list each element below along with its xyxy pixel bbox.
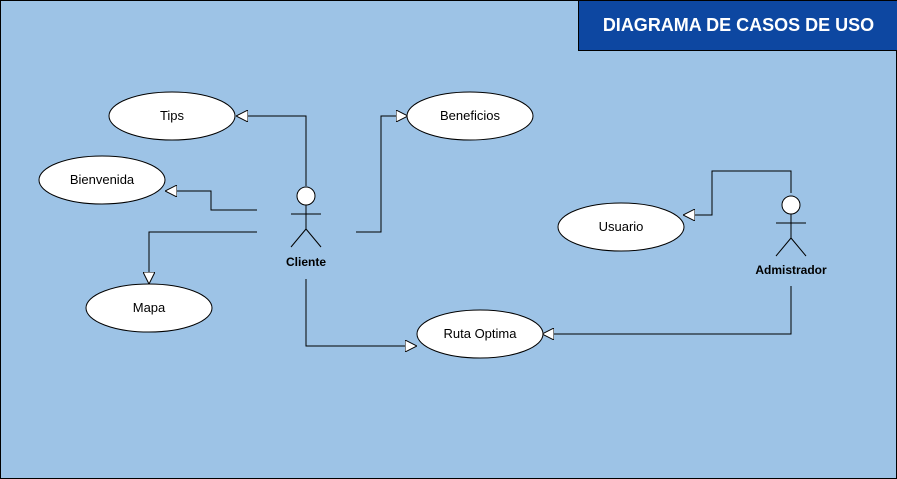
use-case-mapa-label: Mapa [133,300,166,315]
use-case-tips-label: Tips [160,108,185,123]
edge-cliente-mapa [149,231,257,283]
use-case-beneficios[interactable]: Beneficios [406,91,534,141]
use-case-usuario[interactable]: Usuario [557,202,685,252]
stick-figure-icon [775,195,807,257]
use-case-usuario-label: Usuario [599,219,644,234]
use-case-beneficios-label: Beneficios [440,108,500,123]
actor-cliente-label: Cliente [286,255,326,269]
actor-admistrador[interactable]: Admistrador [755,195,827,277]
edge-admin-usuario [684,170,792,215]
edge-cliente-beneficios [356,116,407,233]
use-case-bienvenida[interactable]: Bienvenida [38,155,166,205]
use-case-bienvenida-label: Bienvenida [70,172,135,187]
edge-cliente-tips [237,116,307,186]
edge-cliente-bienvenida [166,191,257,211]
edge-admin-ruta [543,286,792,334]
stick-figure-icon [290,186,322,248]
actor-cliente[interactable]: Cliente [286,186,326,269]
edge-cliente-ruta [305,279,416,346]
use-case-tips[interactable]: Tips [108,91,236,141]
use-case-ruta-optima-label: Ruta Optima [444,326,518,341]
diagram-title: DIAGRAMA DE CASOS DE USO [578,1,897,51]
use-case-ruta-optima[interactable]: Ruta Optima [416,309,544,359]
use-case-mapa[interactable]: Mapa [85,283,213,333]
actor-admistrador-label: Admistrador [755,263,827,277]
